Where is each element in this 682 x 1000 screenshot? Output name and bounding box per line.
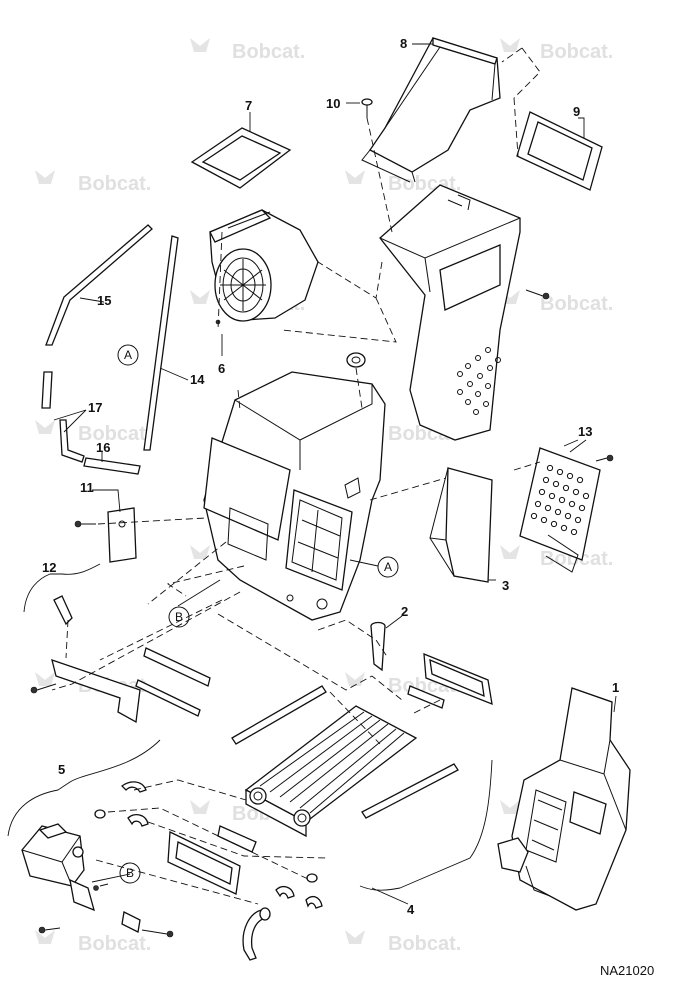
part-15-seal-strip bbox=[45, 224, 153, 346]
callout-17: 17 bbox=[88, 400, 102, 415]
callout-7: 7 bbox=[245, 98, 252, 113]
grille-holes bbox=[530, 464, 590, 536]
callout-9: 9 bbox=[573, 104, 580, 119]
watermark-6: Bobcat. bbox=[500, 290, 613, 315]
svg-text:A: A bbox=[384, 560, 392, 574]
callout-16: 16 bbox=[96, 440, 110, 455]
callout-labels: 1 2 3 4 5 6 7 8 9 10 11 12 13 14 15 16 1… bbox=[42, 36, 619, 917]
grommet bbox=[346, 352, 366, 368]
callout-14: 14 bbox=[190, 372, 205, 387]
ref-circle-b-housing: B bbox=[168, 606, 190, 628]
part-9-filter-frame bbox=[516, 111, 603, 191]
callout-1: 1 bbox=[612, 680, 619, 695]
part-14-seal-strip bbox=[143, 235, 179, 451]
hose-clamps bbox=[94, 781, 323, 909]
callout-15: 15 bbox=[97, 293, 111, 308]
svg-text:B: B bbox=[175, 610, 183, 624]
callout-3: 3 bbox=[502, 578, 509, 593]
cover-vent-holes bbox=[457, 347, 501, 415]
heater-core bbox=[244, 705, 418, 838]
part-13-grille bbox=[519, 447, 614, 573]
part-1-assembled-unit bbox=[497, 687, 631, 911]
svg-text:Bobcat.: Bobcat. bbox=[232, 41, 305, 63]
watermark-1: Bobcat. bbox=[190, 38, 305, 63]
part-5-water-valve bbox=[21, 823, 174, 938]
callout-12: 12 bbox=[42, 560, 56, 575]
main-housing bbox=[203, 371, 386, 621]
part-6-blower bbox=[209, 209, 319, 325]
callout-8: 8 bbox=[400, 36, 407, 51]
svg-text:B: B bbox=[126, 866, 134, 880]
watermark-15: Bobcat. bbox=[35, 930, 151, 955]
watermark-2: Bobcat. bbox=[500, 38, 613, 63]
svg-text:Bobcat.: Bobcat. bbox=[78, 173, 151, 195]
watermark-3: Bobcat. bbox=[35, 170, 151, 195]
ref-circle-a-housing: A bbox=[377, 556, 399, 578]
part-8-upper-duct bbox=[361, 37, 501, 183]
upper-housing-cover bbox=[379, 184, 550, 441]
assembly-dashed-lines bbox=[51, 47, 541, 905]
part-2-drain-tube bbox=[370, 621, 386, 672]
svg-text:Bobcat.: Bobcat. bbox=[78, 933, 151, 955]
part-7-top-filter bbox=[190, 127, 292, 189]
watermark-7: Bobcat. bbox=[35, 420, 151, 445]
part-3-filter bbox=[429, 467, 493, 583]
ref-circle-b-valve: B bbox=[119, 862, 141, 884]
svg-text:A: A bbox=[124, 348, 132, 362]
svg-text:Bobcat.: Bobcat. bbox=[388, 933, 461, 955]
callout-11: 11 bbox=[80, 480, 94, 495]
leader-lines bbox=[7, 43, 617, 905]
ref-circle-a-top: A bbox=[117, 344, 139, 366]
part-11-bracket bbox=[74, 507, 137, 563]
callout-2: 2 bbox=[401, 604, 408, 619]
svg-text:Bobcat.: Bobcat. bbox=[540, 41, 613, 63]
part-12-bracket bbox=[30, 595, 141, 724]
svg-text:Bobcat.: Bobcat. bbox=[78, 423, 151, 445]
svg-text:Bobcat.: Bobcat. bbox=[540, 293, 613, 315]
part-16-seal-strip bbox=[83, 457, 141, 475]
part-10-screw bbox=[361, 98, 373, 118]
callout-4: 4 bbox=[407, 902, 415, 917]
watermark-16: Bobcat. bbox=[345, 930, 461, 955]
callout-10: 10 bbox=[326, 96, 340, 111]
drawing-number: NA21020 bbox=[600, 963, 654, 978]
callout-13: 13 bbox=[578, 424, 592, 439]
heater-seal-strips bbox=[135, 647, 459, 819]
callout-5: 5 bbox=[58, 762, 65, 777]
heater-hose bbox=[242, 907, 271, 961]
callout-6: 6 bbox=[218, 361, 225, 376]
